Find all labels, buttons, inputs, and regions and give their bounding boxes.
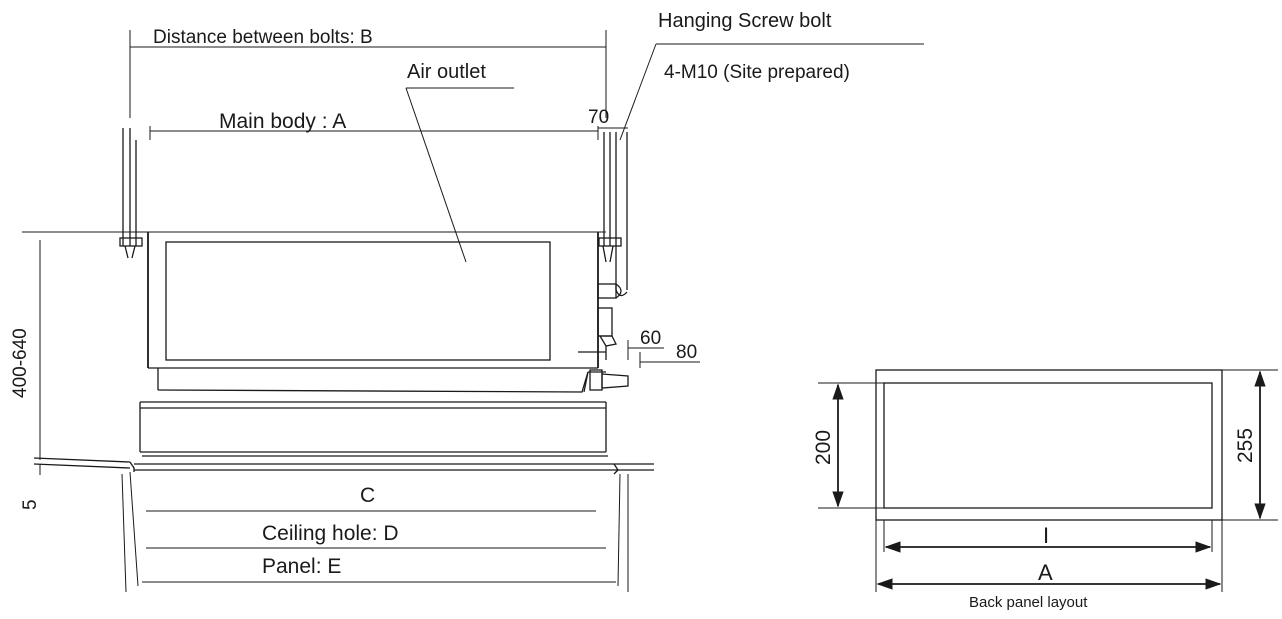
ceiling-line bbox=[33, 455, 654, 475]
air-outlet-opening bbox=[165, 241, 551, 361]
main-body bbox=[147, 232, 599, 369]
dim-255-label: 255 bbox=[1234, 428, 1257, 463]
back-panel-caption: Back panel layout bbox=[969, 594, 1088, 611]
main-body-label: Main body : A bbox=[219, 110, 346, 133]
dim-70-label: 70 bbox=[588, 107, 609, 128]
right-hanging-bolt bbox=[598, 132, 628, 297]
dim-80-label: 80 bbox=[676, 342, 697, 363]
ceiling-hole-label: Ceiling hole: D bbox=[262, 522, 399, 545]
dim-200-label: 200 bbox=[812, 430, 835, 465]
side-fittings bbox=[578, 283, 622, 360]
back-panel-view: 200 255 I A Back panel layout bbox=[812, 369, 1278, 611]
dim-main-body-line bbox=[149, 126, 599, 140]
bottom-dimension-lines bbox=[142, 510, 616, 583]
dim-bolts-label: Distance between bolts: B bbox=[153, 27, 373, 48]
left-hanging-bolt bbox=[119, 128, 143, 259]
drain-pan bbox=[157, 368, 629, 393]
panel-drop-lines bbox=[121, 471, 629, 593]
dim-5-label: 5 bbox=[20, 499, 41, 510]
air-outlet-leader bbox=[405, 87, 514, 263]
back-panel-inner bbox=[883, 382, 1213, 509]
dim-height-label: 400-640 bbox=[10, 328, 31, 398]
hanging-bolt-leader bbox=[619, 43, 924, 141]
dim-60-label: 60 bbox=[640, 328, 661, 349]
dim-i-label: I bbox=[1043, 523, 1049, 548]
lower-panel-box bbox=[139, 401, 607, 453]
dim-bolts-line bbox=[129, 30, 607, 118]
air-outlet-label: Air outlet bbox=[407, 61, 486, 83]
hanging-bolt-spec: 4-M10 (Site prepared) bbox=[664, 62, 850, 83]
dim-60-80-lines bbox=[627, 340, 700, 368]
back-panel-outer bbox=[875, 369, 1223, 521]
hanging-bolt-title: Hanging Screw bolt bbox=[658, 10, 832, 32]
dim-a-label: A bbox=[1038, 560, 1053, 585]
dim-c-label: C bbox=[360, 484, 375, 507]
front-view: Distance between bolts: B Hanging Screw … bbox=[10, 10, 924, 593]
panel-label: Panel: E bbox=[262, 555, 341, 578]
